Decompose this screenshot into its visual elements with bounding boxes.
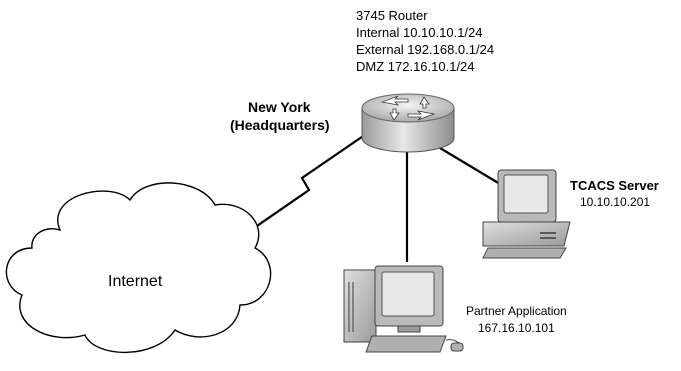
internet-label: Internet — [108, 273, 163, 290]
wan-serial-link — [227, 129, 373, 247]
router-icon — [361, 93, 455, 153]
tacacs-name-label: TCACS Server — [570, 178, 659, 193]
router-external-label: External 192.168.0.1/24 — [356, 42, 495, 57]
router-internal-label: Internal 10.10.10.1/24 — [356, 25, 483, 40]
internet-cloud-icon — [5, 182, 272, 354]
partner-name-label: Partner Application — [466, 304, 567, 318]
partner-workstation-icon — [343, 265, 464, 353]
router-model-label: 3745 Router — [356, 8, 428, 23]
tacacs-ip-label: 10.10.10.201 — [580, 195, 651, 209]
partner-ip-label: 167.16.10.101 — [478, 321, 555, 335]
site-name-label: New York — [248, 99, 311, 115]
lan-link-tacacs — [439, 147, 501, 185]
site-role-label: (Headquarters) — [230, 117, 330, 133]
router-dmz-label: DMZ 172.16.10.1/24 — [356, 59, 475, 74]
tacacs-workstation-icon — [482, 169, 571, 259]
links — [227, 129, 501, 262]
